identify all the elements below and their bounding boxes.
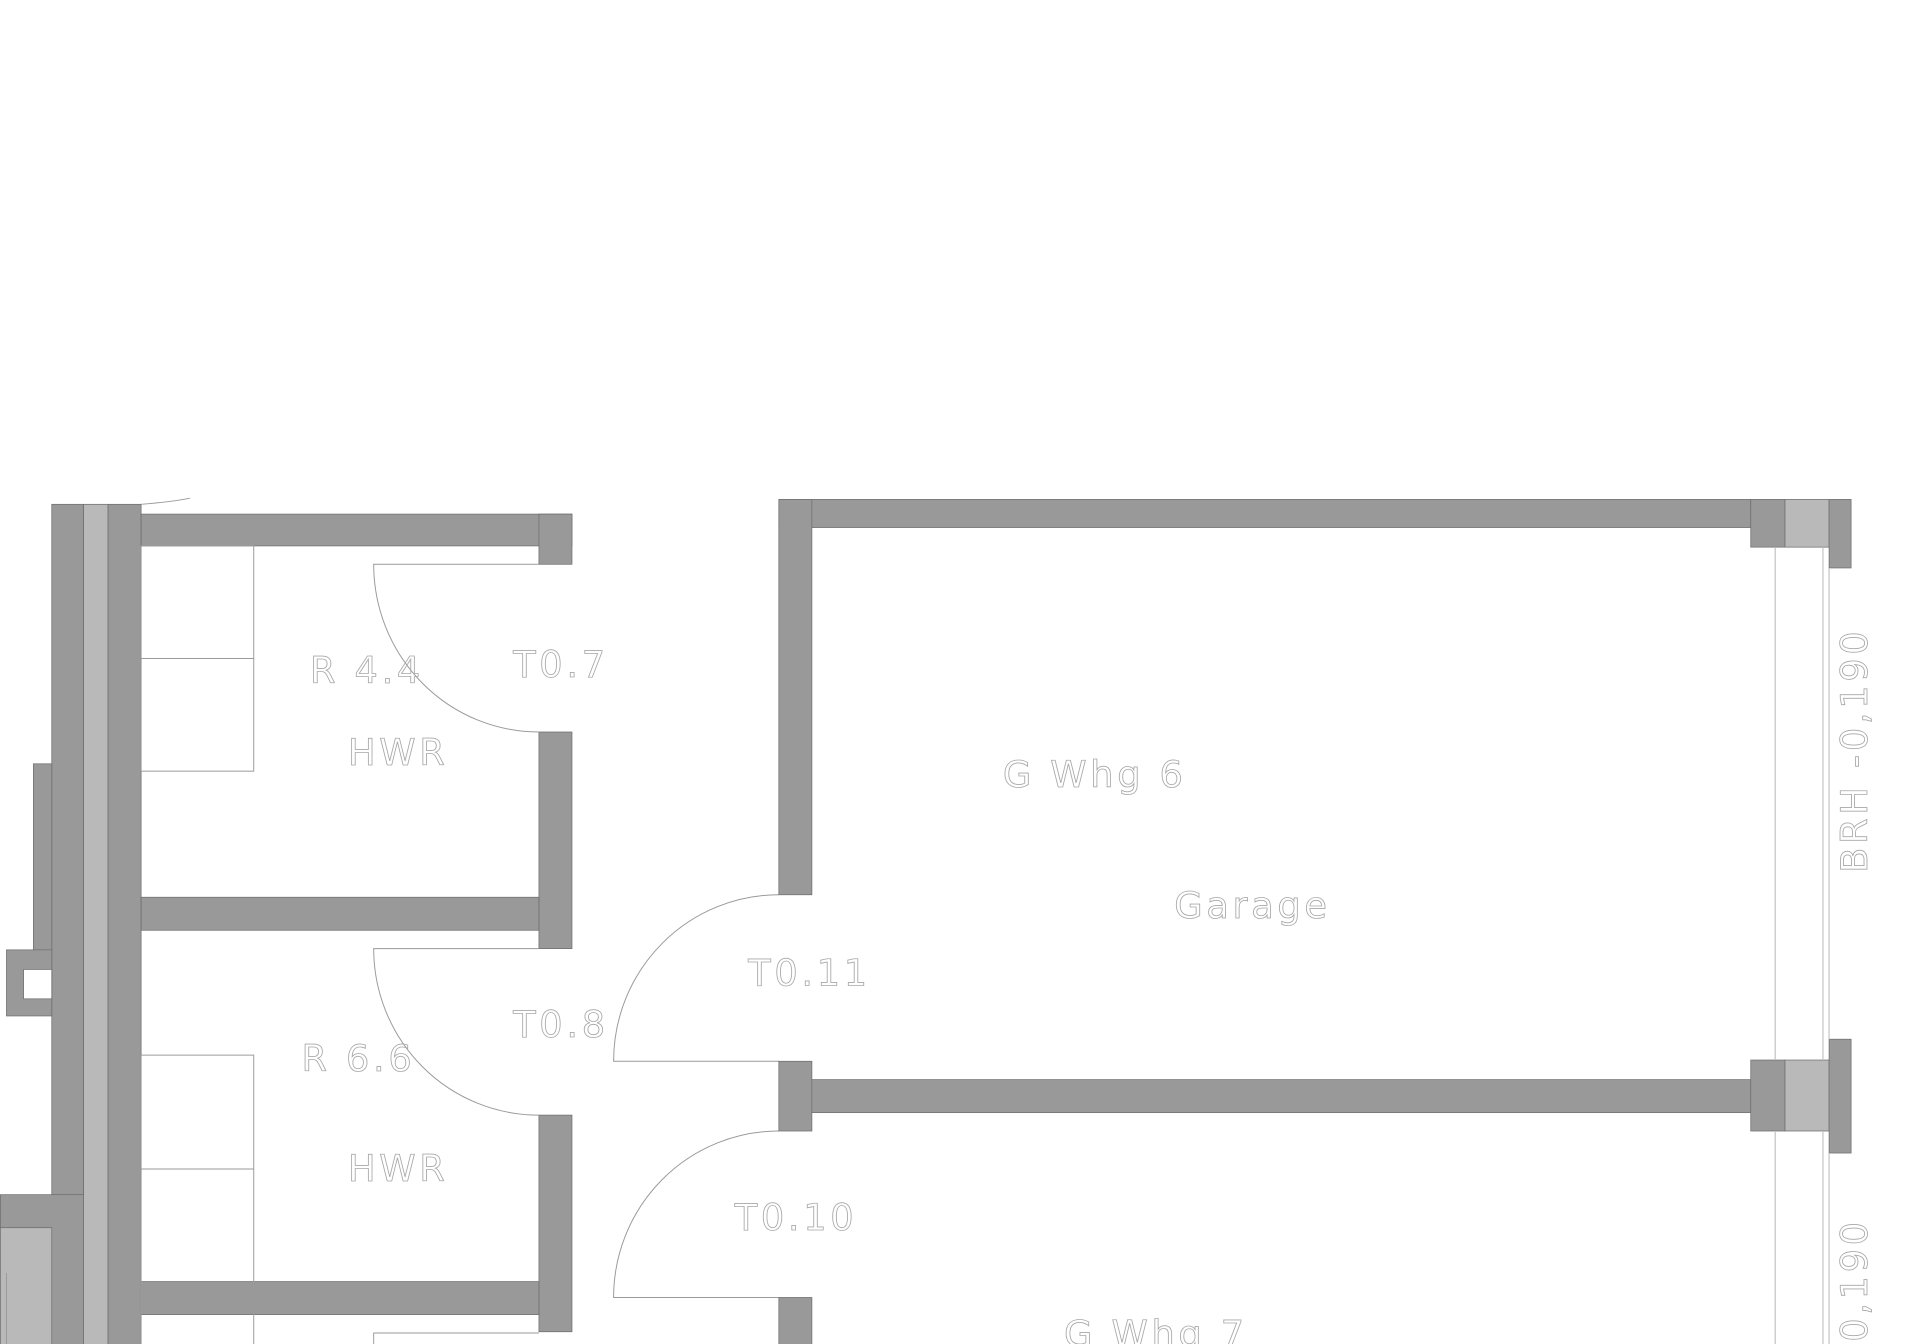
garage-walls — [778, 499, 1852, 1344]
room-name-hwr-1: HWR — [348, 731, 448, 774]
outer-wall-left — [0, 497, 191, 1344]
room-name-hwr-2: HWR — [348, 1147, 448, 1190]
room-id-r66: R 6.6 — [301, 1037, 415, 1080]
door-label-t011: T0.11 — [747, 951, 871, 994]
hwr-walls — [140, 513, 573, 1333]
door-swings — [373, 563, 779, 1344]
cabinets — [140, 545, 255, 1344]
room-id-g-whg-7: G Whg 7 — [1064, 1312, 1248, 1344]
door-label-t08: T0.8 — [512, 1003, 609, 1046]
level-label-brh: BRH -0,190 — [1833, 628, 1876, 873]
door-label-t010: T0.10 — [734, 1196, 858, 1239]
room-name-garage: Garage — [1174, 884, 1330, 927]
level-label-2: -0,190 — [1833, 1218, 1876, 1344]
room-id-r44: R 4.4 — [310, 649, 424, 692]
room-id-g-whg-6: G Whg 6 — [1003, 753, 1187, 796]
door-label-t07: T0.7 — [512, 643, 609, 686]
